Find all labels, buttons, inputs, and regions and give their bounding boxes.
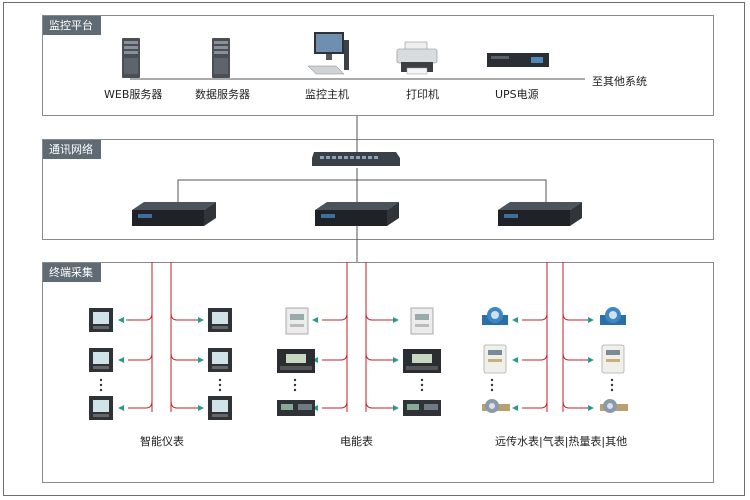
din-meter-icon	[285, 307, 309, 335]
gateway-left-icon	[132, 202, 216, 226]
label-electric-meter-group: 电能表	[340, 435, 373, 448]
printer-icon	[396, 41, 438, 75]
panel-title-network: 通讯网络	[43, 140, 101, 159]
smart-meter-icon	[208, 308, 232, 332]
smart-meter-icon	[208, 348, 232, 372]
label-utility-meter-group: 远传水表|气表|热量表|其他	[495, 435, 628, 448]
water-meter-icon	[600, 307, 626, 325]
gateway-right-icon	[498, 202, 582, 226]
gas-meter-icon	[601, 344, 625, 374]
field-bus-lines	[128, 262, 588, 412]
label-data-server: 数据服务器	[195, 88, 250, 101]
din-meter-icon	[410, 307, 434, 335]
label-ups: UPS电源	[495, 88, 539, 101]
label-other-systems: 至其他系统	[592, 75, 647, 88]
rail-meter-icon	[277, 400, 315, 416]
heat-meter-icon	[482, 399, 510, 413]
label-printer: 打印机	[406, 88, 439, 101]
gas-meter-icon	[483, 344, 507, 374]
network-switch-icon	[312, 152, 400, 166]
smart-meter-icon	[89, 308, 113, 332]
water-meter-icon	[482, 307, 508, 325]
rail-meter-icon	[403, 400, 441, 416]
data-flow-arrow-marks	[118, 317, 594, 411]
ups-icon	[487, 53, 549, 67]
label-smart-meter-group: 智能仪表	[140, 435, 184, 448]
smart-meter-icon	[89, 396, 113, 420]
multifunction-meter-icon	[403, 349, 441, 373]
data-server-icon	[212, 38, 230, 78]
web-server-icon	[122, 38, 140, 78]
ellipsis-dots	[99, 378, 614, 392]
diagram-frame	[3, 2, 745, 496]
panel-title-terminal: 终端采集	[43, 263, 101, 282]
label-monitoring-host: 监控主机	[305, 88, 349, 101]
smart-meter-icon	[89, 348, 113, 372]
label-web-server: WEB服务器	[104, 88, 163, 101]
multifunction-meter-icon	[277, 349, 315, 373]
monitoring-host-icon	[307, 32, 349, 75]
panel-title-monitoring: 监控平台	[43, 16, 101, 35]
heat-meter-icon	[600, 399, 628, 413]
panel-monitoring-platform: 监控平台	[42, 15, 714, 116]
smart-meter-icon	[208, 396, 232, 420]
distribution-line	[177, 179, 547, 205]
gateway-middle-icon	[315, 202, 399, 226]
